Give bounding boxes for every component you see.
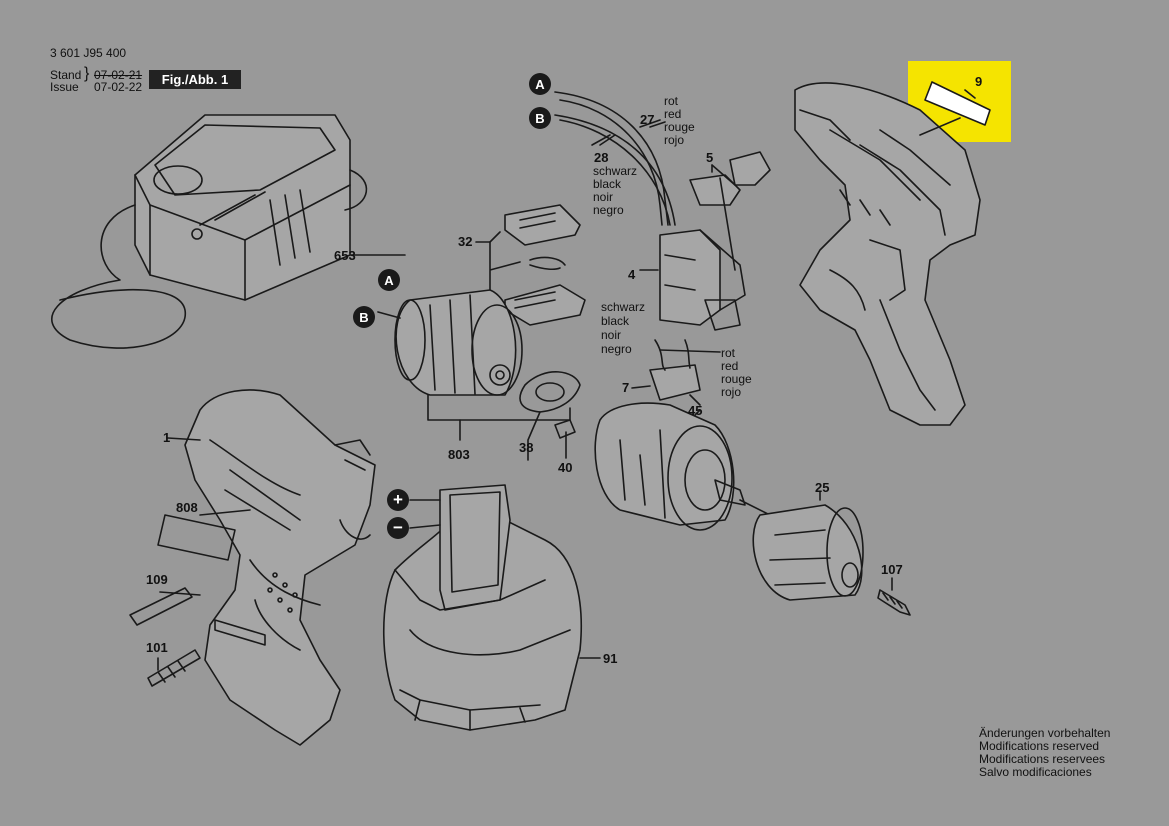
- part-808-label: 808: [176, 500, 198, 515]
- figure-label: Fig./Abb. 1: [149, 70, 241, 89]
- wire-set-drawing: [631, 339, 721, 406]
- part-32-label: 32: [458, 234, 473, 249]
- modifications-note: Änderungen vorbehalten Modifications res…: [979, 727, 1110, 779]
- stand-label: Stand: [50, 68, 82, 82]
- part-25-label: 25: [815, 480, 830, 495]
- screw-107-drawing: [877, 577, 911, 616]
- part-107-label: 107: [881, 562, 903, 577]
- part-803-label: 803: [448, 447, 470, 462]
- issue-date: 07-02-22: [94, 80, 143, 94]
- connector-a-badge-motor: A: [378, 269, 400, 291]
- wire-red-label-en-2: red: [721, 359, 739, 373]
- part-45-label: 45: [688, 403, 703, 418]
- label-9-drawing: [919, 81, 991, 136]
- part-38-label: 38: [519, 440, 534, 455]
- minus-terminal-badge: −: [387, 517, 409, 539]
- wire-black-label-fr-2: noir: [601, 328, 622, 342]
- brace-glyph: }: [84, 65, 90, 82]
- part-4-label: 4: [628, 267, 636, 282]
- wire-black-label-de: schwarz: [593, 164, 638, 178]
- part-28-label: 28: [594, 150, 609, 165]
- bit-109-drawing: [129, 587, 201, 626]
- switch-drawing: [639, 229, 746, 331]
- battery-pack-drawing: [382, 484, 601, 731]
- part-101-label: 101: [146, 640, 168, 655]
- wire-red-label-de-2: rot: [721, 346, 736, 360]
- leader-lines: [599, 121, 713, 173]
- motor-drawing: [377, 289, 571, 441]
- wire-red-label-es-2: rojo: [721, 385, 742, 399]
- mounting-plate-drawing: [519, 371, 581, 461]
- part-27-label: 27: [640, 112, 655, 127]
- note-en: Modifications reserved: [979, 739, 1100, 753]
- wire-black-label-es: negro: [593, 203, 624, 217]
- wire-red-label-en: red: [664, 107, 682, 121]
- note-de: Änderungen vorbehalten: [979, 726, 1111, 740]
- screw-101-drawing: [147, 649, 201, 687]
- connector-a-badge: A: [529, 73, 551, 95]
- part-40-label: 40: [558, 460, 573, 475]
- wire-red-label-es: rojo: [664, 133, 685, 147]
- part-7-label: 7: [622, 380, 630, 395]
- plus-terminal-badge: +: [387, 489, 409, 511]
- wire-red-label-fr-2: rouge: [721, 372, 752, 386]
- housing-right-drawing: [794, 82, 981, 426]
- wires-drawing: [554, 91, 676, 226]
- connector-b-badge: B: [529, 107, 551, 129]
- wire-red-label-de: rot: [664, 94, 679, 108]
- part-91-label: 91: [603, 651, 618, 666]
- reversing-slide-drawing: [689, 151, 771, 271]
- wire-black-label-de-2: schwarz: [601, 300, 646, 314]
- note-es: Salvo modificaciones: [979, 765, 1092, 779]
- chuck-drawing: [752, 491, 864, 601]
- gearbox-drawing: [594, 402, 771, 531]
- stand-date: 07-02-21: [94, 68, 143, 82]
- housing-left-drawing: [167, 389, 376, 746]
- wire-black-label-es-2: negro: [601, 342, 632, 356]
- wire-black-label-en: black: [593, 177, 622, 191]
- label-808-drawing: [157, 509, 251, 561]
- wire-red-label-fr: rouge: [664, 120, 695, 134]
- brush-holder-drawing: [475, 204, 586, 326]
- part-number: 3 601 J95 400: [50, 46, 127, 60]
- part-1-label: 1: [163, 430, 171, 445]
- charger-drawing: [51, 114, 406, 349]
- note-fr: Modifications reservees: [979, 752, 1106, 766]
- wire-black-label-fr: noir: [593, 190, 614, 204]
- issue-label: Issue: [50, 80, 79, 94]
- connector-b-badge-motor: B: [353, 306, 375, 328]
- part-9-label: 9: [975, 74, 983, 89]
- part-109-label: 109: [146, 572, 168, 587]
- wire-black-label-en-2: black: [601, 314, 630, 328]
- part-5-label: 5: [706, 150, 714, 165]
- part-653-label: 653: [334, 248, 356, 263]
